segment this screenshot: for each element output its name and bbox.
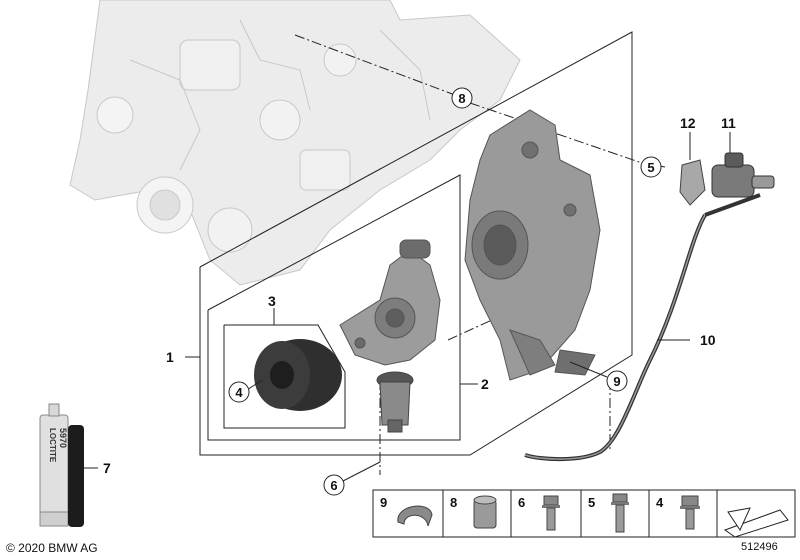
assembly-1-frame	[199, 31, 633, 456]
callout-6: 6	[323, 474, 345, 496]
svg-text:8: 8	[458, 91, 465, 106]
hex-bolt-icon	[680, 495, 700, 530]
legend-num-5: 5	[588, 495, 595, 510]
legend-num-8: 8	[450, 495, 457, 510]
flange-bolt-icon	[542, 495, 560, 531]
assembly-3-frame	[223, 324, 346, 429]
engine-block	[69, 0, 521, 286]
callout-7: 7	[103, 460, 111, 476]
callout-4: 4	[228, 381, 250, 403]
legend-num-4: 4	[656, 495, 664, 510]
svg-text:5: 5	[647, 160, 654, 175]
dowel-sleeve-icon	[473, 495, 497, 529]
tube-product-label: 5970	[58, 428, 68, 448]
water-pump	[339, 239, 441, 366]
tube-brand-label: LOCTITE	[48, 428, 57, 463]
svg-text:6: 6	[330, 478, 337, 493]
assembly-2-frame	[207, 174, 461, 441]
bracket	[679, 159, 706, 206]
legend-num-6: 6	[518, 495, 525, 510]
timing-housing	[464, 109, 601, 381]
callout-10: 10	[700, 332, 716, 348]
direction-arrow-icon	[723, 507, 789, 538]
callout-11: 11	[721, 115, 736, 131]
pulley	[254, 339, 342, 411]
valve	[711, 152, 775, 198]
diagram-id: 512496	[741, 541, 778, 553]
legend-num-9: 9	[380, 495, 387, 510]
leader-lines	[83, 132, 731, 469]
copyright-notice: © 2020 BMW AG	[6, 541, 98, 555]
callout-9: 9	[606, 370, 628, 392]
svg-text:9: 9	[613, 374, 620, 389]
callout-5: 5	[640, 156, 662, 178]
thermostat-housing	[376, 371, 414, 433]
callout-1: 1	[166, 349, 174, 365]
svg-text:4: 4	[235, 385, 243, 400]
callout-12: 12	[680, 115, 696, 131]
callout-3: 3	[268, 293, 276, 309]
callout-8: 8	[451, 87, 473, 109]
sealant-tube: LOCTITE 5970	[39, 403, 84, 527]
hose-clamp-icon	[397, 505, 433, 527]
callout-2: 2	[481, 376, 489, 392]
flange-bolt-long-icon	[611, 493, 629, 533]
legend-strip: 9 8 6 5 4	[372, 489, 796, 538]
